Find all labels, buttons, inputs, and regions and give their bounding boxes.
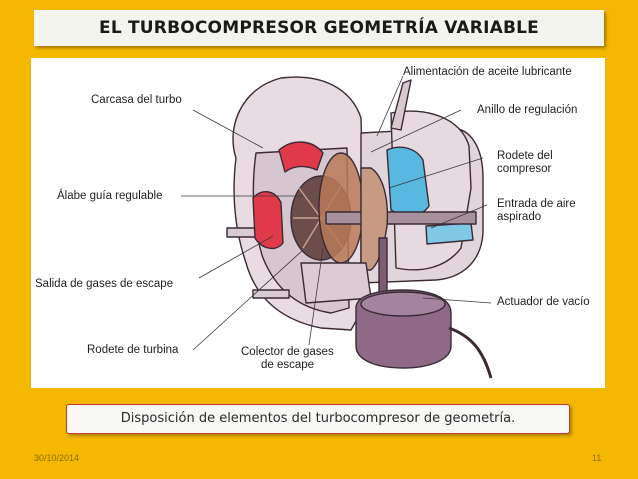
leader-actuador — [422, 297, 492, 304]
label-carcasa: Carcasa del turbo — [91, 94, 182, 106]
label-entrada-1: Entrada de aire — [497, 198, 576, 210]
leader-rodete-turbina — [192, 249, 304, 351]
slide-title: EL TURBOCOMPRESOR GEOMETRÍA VARIABLE — [99, 18, 539, 38]
label-alimentacion: Alimentación de aceite lubricante — [403, 66, 572, 78]
label-salida: Salida de gases de escape — [35, 278, 174, 290]
label-anillo: Anillo de regulación — [477, 104, 578, 116]
label-rodete-turbina: Rodete de turbina — [87, 344, 179, 356]
label-rodete-comp-1: Rodete del — [497, 150, 553, 162]
label-rodete-comp-2: compresor — [497, 163, 552, 175]
intake-duct — [425, 222, 474, 245]
label-colector-1: Colector de gases — [241, 346, 334, 358]
leader-colector — [308, 247, 324, 346]
leader-salida — [198, 235, 274, 279]
label-colector-2: de escape — [261, 359, 315, 371]
label-alabe: Álabe guía regulable — [57, 190, 163, 202]
leader-anillo — [370, 109, 462, 153]
exhaust-chamber-left — [252, 191, 284, 250]
leader-entrada — [430, 204, 488, 229]
vacuum-hose — [448, 326, 493, 379]
label-actuador: Actuador de vacío — [497, 296, 590, 308]
leader-rodete-comp — [388, 157, 484, 189]
footer-date: 30/10/2014 — [34, 453, 80, 463]
exhaust-chamber-top — [278, 141, 324, 173]
lower-bolt — [252, 289, 290, 299]
actuator-cap — [360, 291, 446, 317]
label-entrada-2: aspirado — [497, 211, 542, 223]
figure-caption-box: Disposición de elementos del turbocompre… — [66, 404, 570, 434]
diagram-panel: Carcasa del turbo Álabe guía regulable S… — [31, 58, 605, 388]
footer-page-number: 11 — [592, 453, 602, 463]
oil-feed-pipe — [390, 79, 412, 131]
guide-vane-ring — [318, 152, 364, 264]
leader-alimentacion — [376, 75, 404, 137]
leader-carcasa — [192, 109, 264, 149]
exhaust-collector — [300, 262, 372, 304]
figure-caption: Disposición de elementos del turbocompre… — [120, 411, 516, 426]
turbo-illustration — [181, 75, 493, 379]
shaft — [325, 211, 477, 225]
title-bar: EL TURBOCOMPRESOR GEOMETRÍA VARIABLE — [34, 10, 604, 46]
